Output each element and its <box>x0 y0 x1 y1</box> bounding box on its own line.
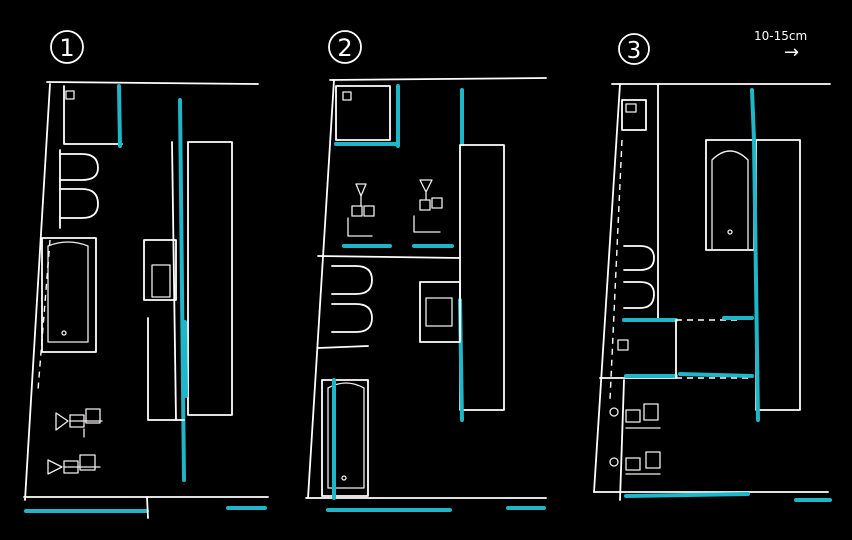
plan-option-3: 3 10-15cm → <box>593 29 832 502</box>
option-1-circle <box>50 30 84 64</box>
annotation-label: 10-15cm <box>754 29 807 43</box>
annotation-arrow: → <box>784 42 799 63</box>
option-3-circle <box>618 33 650 65</box>
option-2-circle <box>328 30 362 64</box>
option-1-number: 1 <box>59 34 74 62</box>
option-3-number: 3 <box>627 38 642 64</box>
plan-option-1: 1 <box>23 30 269 519</box>
plan-option-2: 2 <box>305 30 547 512</box>
option-2-number: 2 <box>337 34 352 62</box>
